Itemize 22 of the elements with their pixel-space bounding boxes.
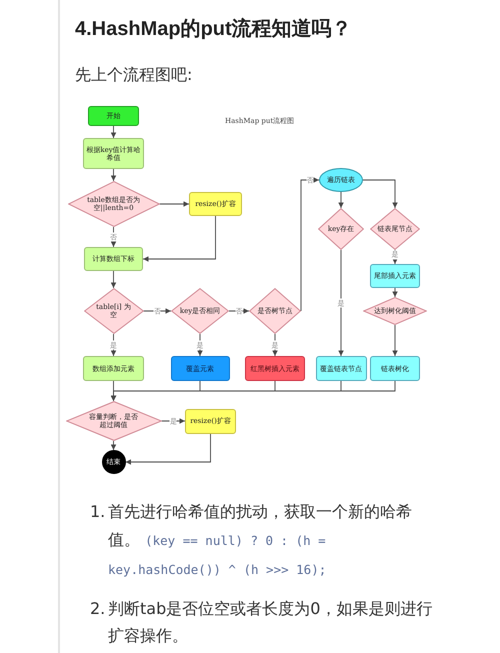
list-text: 判断tab是否位空或者长度为0，如果是则进行扩容操作。 (108, 598, 434, 647)
connector-arrow (300, 177, 320, 312)
connector-arrow (159, 201, 190, 207)
connector-arrow (142, 216, 216, 262)
connector-arrow (110, 126, 116, 138)
list-number: 2. (90, 598, 106, 620)
connector-arrow (110, 168, 116, 182)
connector-arrow (110, 270, 116, 288)
list-number: 1. (90, 501, 106, 523)
connector-arrow (143, 308, 172, 314)
connector-arrow (338, 192, 344, 208)
connector-arrow (392, 324, 398, 356)
connector-arrow (228, 308, 250, 314)
connector-arrow (338, 250, 344, 356)
connector-arrow (110, 440, 116, 450)
intro-text: 先上个流程图吧: (75, 65, 192, 85)
list-text: 首先进行哈希值的扰动，获取一个新的哈希值。 (key == null) ? 0 : (h = key.hashCode()) ^ (h >>> 16); (108, 501, 413, 579)
connector-arrow (362, 180, 398, 208)
page-title: 4.HashMap的put流程知道吗？ (75, 16, 352, 42)
connector-arrow (392, 288, 398, 298)
connector-arrow (110, 380, 396, 402)
connector-arrow (125, 433, 211, 465)
